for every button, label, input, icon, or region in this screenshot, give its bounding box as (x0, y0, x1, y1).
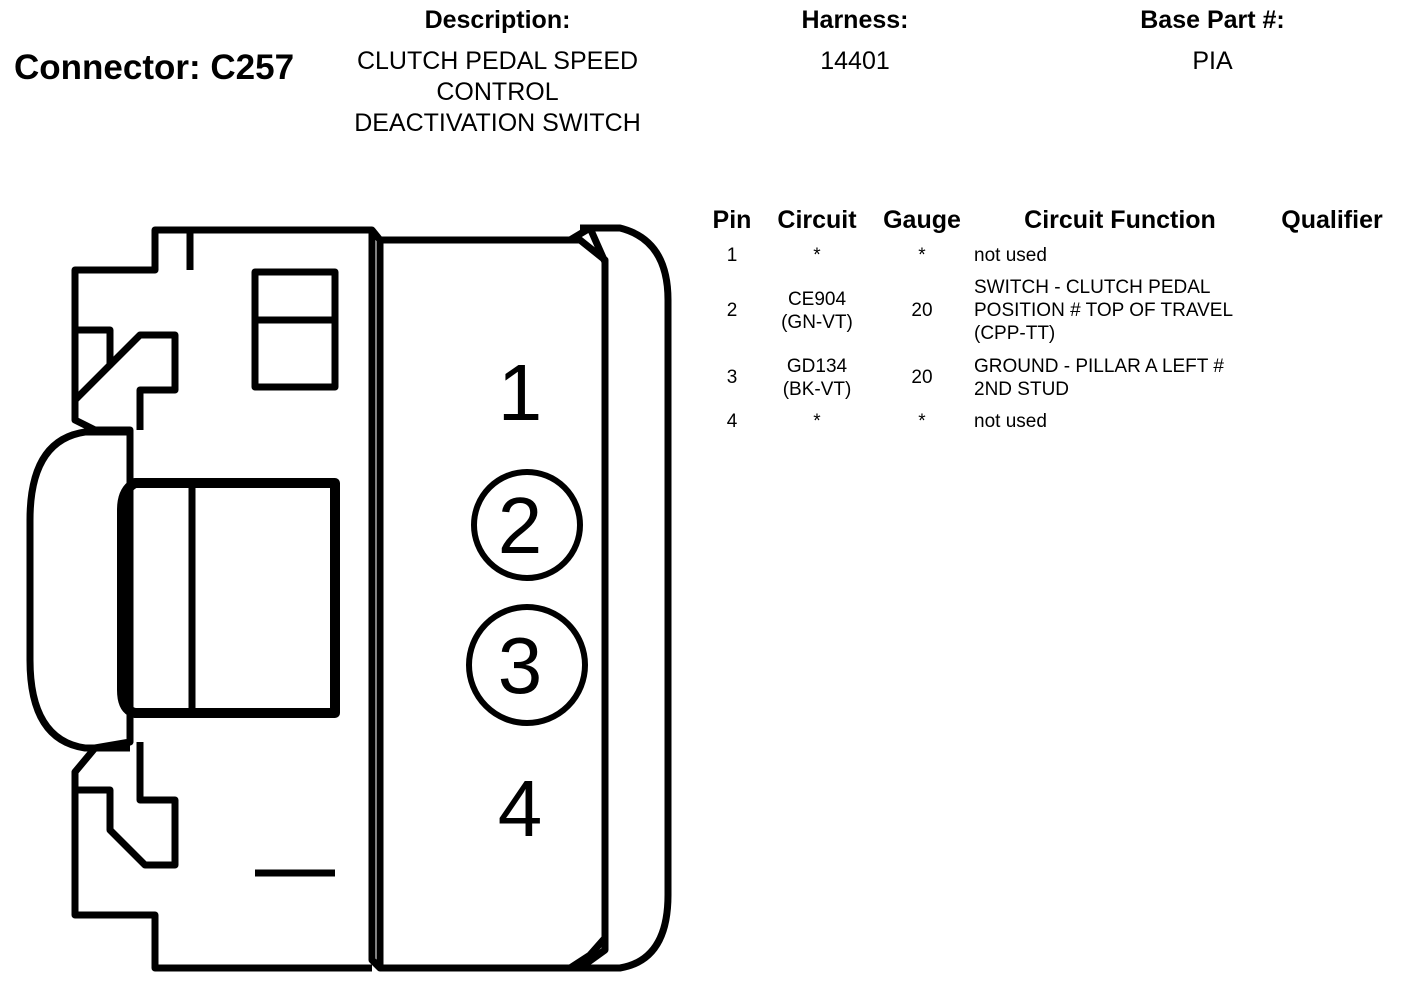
row-4-circuit: * (813, 411, 821, 432)
row-3-circuit-color: (BK-VT) (782, 379, 852, 400)
pin-label-3: 3 (498, 621, 543, 710)
row-4-gauge: * (918, 411, 926, 432)
row-2-function-line: POSITION # TOP OF TRAVEL (974, 300, 1234, 321)
pin-3-circle (466, 604, 588, 726)
base-part-value: PIA (1192, 47, 1233, 75)
row-4-pin: 4 (726, 411, 738, 432)
mid-slot (117, 478, 340, 718)
col-header-pin: Pin (712, 206, 752, 234)
row-3-circuit: GD134 (BK-VT) (767, 355, 867, 401)
description-line: CLUTCH PEDAL SPEED (356, 47, 639, 75)
description-line: CONTROL (436, 78, 559, 106)
col-header-qualifier: Qualifier (1281, 206, 1383, 234)
pin-label-2: 2 (498, 481, 543, 570)
row-2-circuit-id: CE904 (787, 289, 847, 310)
pin-2-circle (471, 469, 583, 581)
face-cap-notch-top (568, 224, 609, 264)
top-window (251, 268, 339, 391)
pin-label-1: 1 (498, 348, 543, 437)
row-1-pin: 1 (726, 245, 738, 266)
pin-label-4: 4 (498, 764, 543, 853)
housing-outline (71, 226, 372, 972)
row-1-function: not used (974, 245, 1047, 266)
col-header-function: Circuit Function (1024, 206, 1216, 234)
row-2-function: SWITCH - CLUTCH PEDAL POSITION # TOP OF … (974, 276, 1233, 345)
connector-face-diagram: 1 2 3 4 (26, 224, 672, 972)
upper-latch-bevel (72, 326, 114, 403)
row-1-circuit: * (813, 245, 821, 266)
row-2-gauge: 20 (911, 300, 933, 321)
row-1-gauge: * (918, 245, 926, 266)
base-part-header: Base Part #: (1140, 6, 1285, 34)
face-cap-notch-bottom (568, 935, 608, 971)
row-3-gauge: 20 (911, 367, 933, 388)
row-2-function-line: SWITCH - CLUTCH PEDAL (974, 277, 1211, 298)
harness-value: 14401 (820, 47, 890, 75)
side-bump (26, 428, 130, 752)
row-3-pin: 3 (726, 367, 738, 388)
lower-step (75, 742, 179, 869)
harness-header: Harness: (801, 6, 909, 34)
row-2-circuit-color: (GN-VT) (781, 312, 853, 333)
face-outline (368, 226, 609, 972)
col-header-gauge: Gauge (883, 206, 961, 234)
upper-step (107, 331, 179, 430)
face-cap (580, 224, 672, 972)
connector-title: Connector: C257 (14, 48, 295, 87)
row-3-function-line: GROUND - PILLAR A LEFT # (974, 356, 1224, 377)
row-3-circuit-id: GD134 (786, 356, 848, 377)
description-line: DEACTIVATION SWITCH (354, 109, 641, 137)
row-4-function: not used (974, 411, 1047, 432)
row-2-function-line: (CPP-TT) (974, 323, 1056, 344)
row-2-pin: 2 (726, 300, 738, 321)
row-3-function-line: 2ND STUD (974, 379, 1070, 400)
row-3-function: GROUND - PILLAR A LEFT # 2ND STUD (974, 355, 1224, 401)
col-header-circuit: Circuit (777, 206, 857, 234)
row-2-circuit: CE904 (GN-VT) (767, 288, 867, 334)
description-header: Description: (424, 6, 571, 34)
upper-latch (155, 226, 194, 270)
description-value: CLUTCH PEDAL SPEED CONTROL DEACTIVATION … (320, 46, 675, 139)
